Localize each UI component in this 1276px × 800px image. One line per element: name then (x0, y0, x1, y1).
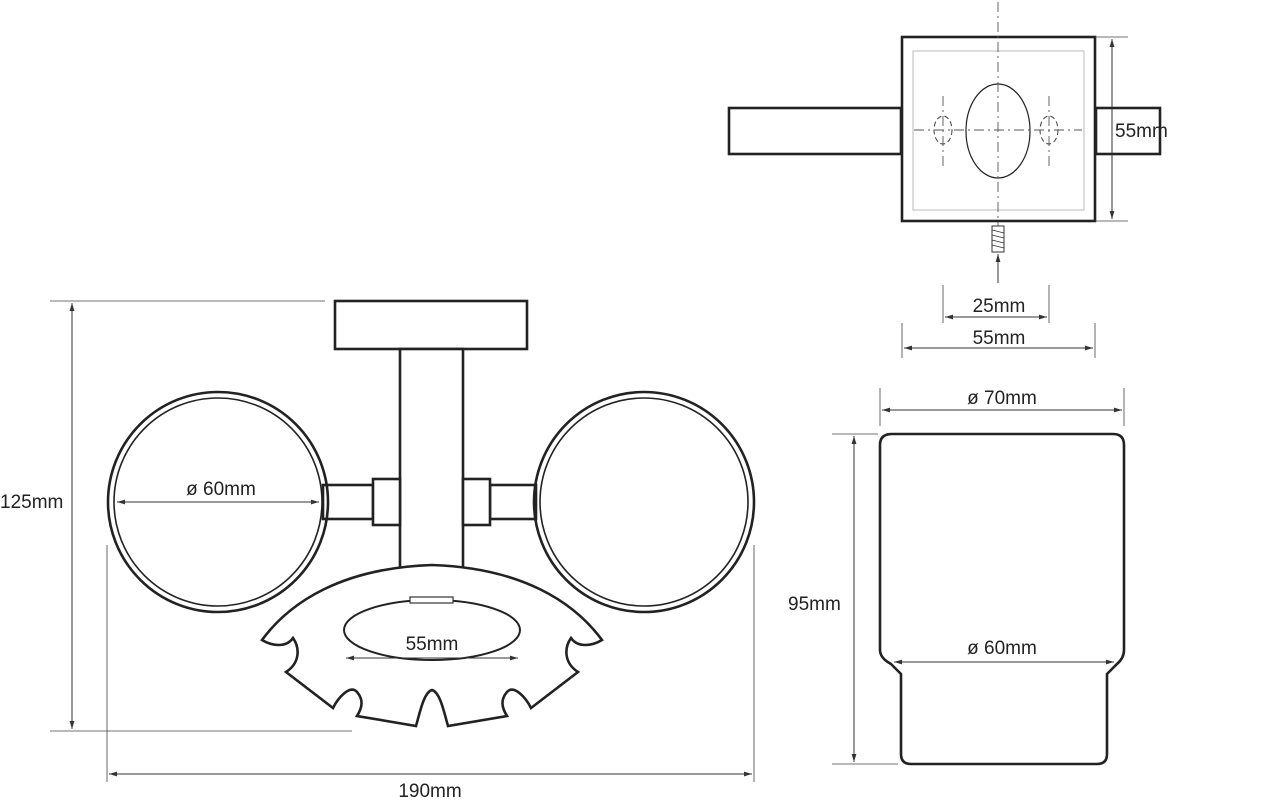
right-ring-outer (532, 390, 756, 614)
total-height-label: 125mm (0, 492, 63, 513)
left-arm-profile (727, 106, 903, 156)
set-screw (991, 225, 1005, 283)
cup-bottom-diameter-label: ø 60mm (967, 638, 1037, 659)
total-width-label: 190mm (398, 781, 461, 800)
left-connector (371, 477, 402, 527)
top-view: 55mm 25mm 55mm (727, 2, 1168, 358)
hole-spacing-label: 25mm (973, 296, 1026, 317)
mount-width-label: 55mm (973, 328, 1026, 349)
left-arm (321, 483, 375, 521)
ring-diameter-label: ø 60mm (186, 479, 256, 500)
central-stem (398, 347, 465, 589)
soap-dish-clip (409, 596, 454, 604)
right-connector (461, 477, 492, 527)
right-arm (488, 483, 538, 521)
mount-height-label: 55mm (1115, 121, 1168, 142)
cup-view: ø 70mm 95mm ø 60mm (788, 388, 1126, 766)
mounting-plate (900, 35, 1097, 223)
wall-flange (333, 299, 529, 351)
cup-outline (878, 432, 1126, 766)
cup-top-diameter-label: ø 70mm (967, 388, 1037, 409)
soap-dish-width-label: 55mm (406, 634, 459, 655)
left-ring-outer (106, 390, 330, 614)
right-ring-inner (539, 397, 749, 607)
front-view: ø 60mm 55mm 125mm 190mm (0, 299, 756, 800)
plate-inner-edge (912, 50, 1085, 211)
cup-height-label: 95mm (788, 594, 841, 615)
left-ring-inner (113, 397, 323, 607)
